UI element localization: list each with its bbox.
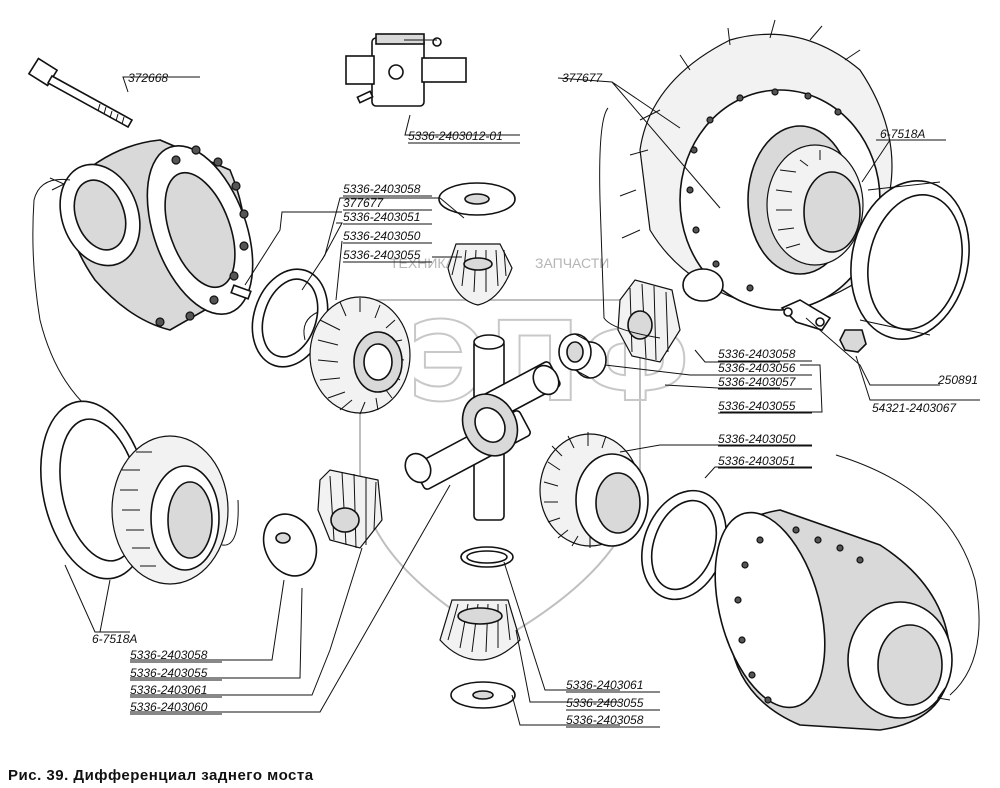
bushing-part bbox=[558, 333, 607, 379]
left-side-gear-part bbox=[303, 296, 411, 415]
label-left-gasket: 5336-2403051 bbox=[343, 210, 420, 224]
label-b3: 5336-2403058 bbox=[566, 713, 644, 727]
lockplate-part bbox=[780, 299, 832, 331]
satellite-block-part bbox=[345, 33, 467, 107]
bottom-washer1-part bbox=[460, 546, 514, 568]
left-housing-part bbox=[32, 139, 254, 431]
label-pin-left: 377677 bbox=[343, 196, 384, 210]
right-side-gear-part bbox=[539, 432, 649, 548]
label-bearing-right: 6-7518A bbox=[880, 127, 925, 141]
top-washer-part bbox=[438, 182, 516, 216]
left-bearing-part bbox=[40, 400, 239, 585]
label-side-gear-lower: 5336-2403050 bbox=[718, 432, 796, 446]
ring-gear-part bbox=[619, 19, 893, 311]
figure-caption: Рис. 39. Дифференциал заднего моста bbox=[8, 767, 314, 784]
label-l4: 5336-2403060 bbox=[130, 700, 208, 714]
label-gasket-lower: 5336-2403051 bbox=[718, 454, 795, 468]
label-r-ring: 5336-2403055 bbox=[718, 399, 796, 413]
label-b1: 5336-2403061 bbox=[566, 678, 643, 692]
label-bearing-left: 6-7518A bbox=[92, 632, 137, 646]
label-satellite-block: 5336-2403012-01 bbox=[408, 129, 503, 143]
label-l3: 5336-2403061 bbox=[130, 683, 207, 697]
left-gasket-part bbox=[251, 268, 329, 368]
left-satellite-gear-part bbox=[317, 469, 383, 549]
pin-left-part bbox=[230, 284, 252, 300]
spider-cross-part bbox=[404, 334, 561, 521]
left-washer-part bbox=[262, 513, 318, 577]
label-r-gear: 5336-2403057 bbox=[718, 375, 797, 389]
label-r-washer: 5336-2403058 bbox=[718, 347, 796, 361]
top-cone-gear-part bbox=[447, 243, 513, 306]
right-housing-holes bbox=[734, 526, 864, 704]
bottom-cone-gear-part bbox=[439, 599, 521, 661]
bolt-part bbox=[27, 57, 134, 129]
label-l1: 5336-2403058 bbox=[130, 648, 208, 662]
bracket-line bbox=[599, 107, 661, 339]
label-r-bushing: 5336-2403056 bbox=[718, 361, 796, 375]
right-race-part bbox=[850, 180, 970, 340]
leader-lines bbox=[64, 76, 980, 726]
label-underlines bbox=[130, 142, 812, 728]
label-lockplate: 250891 bbox=[937, 373, 978, 387]
label-cap-plate: 54321-2403067 bbox=[872, 401, 957, 415]
label-left-side-gear: 5336-2403050 bbox=[343, 229, 421, 243]
bottom-washer2-part bbox=[450, 681, 516, 709]
watermark-left-text: ТЕХНИКА bbox=[390, 255, 456, 271]
label-l2: 5336-2403055 bbox=[130, 666, 208, 680]
housing-bolt-holes bbox=[155, 145, 249, 327]
label-bolt: 372668 bbox=[128, 71, 168, 85]
right-satellite-gear-part bbox=[617, 279, 681, 363]
right-housing-part bbox=[714, 454, 980, 731]
part-labels: 372668 5336-2403012-01 5336-2403058 3776… bbox=[92, 71, 978, 727]
nut-part bbox=[839, 329, 867, 353]
ring-gear-bolt-holes bbox=[686, 88, 842, 292]
right-gasket-part bbox=[641, 489, 727, 601]
label-top-cone-gear: 5336-2403055 bbox=[343, 248, 421, 262]
label-top-washer: 5336-2403058 bbox=[343, 182, 421, 196]
label-b2: 5336-2403055 bbox=[566, 696, 644, 710]
watermark-right-text: ЗАПЧАСТИ bbox=[535, 255, 609, 271]
label-pin-right: 377677 bbox=[562, 71, 603, 85]
